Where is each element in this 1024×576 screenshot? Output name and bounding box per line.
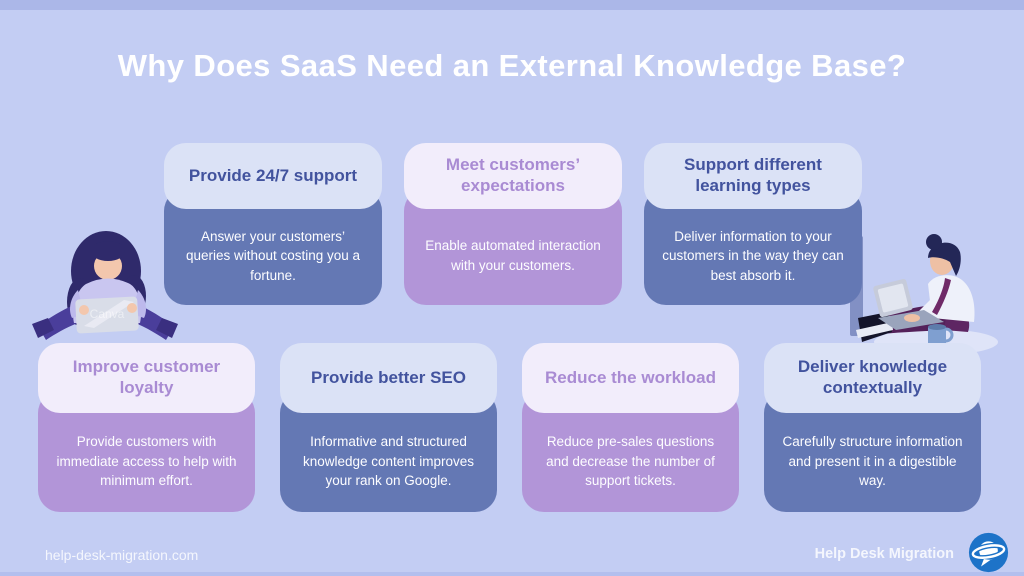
website-link[interactable]: help-desk-migration.com [45, 547, 199, 563]
card-support-different-learning-types: Support different learning types Deliver… [644, 143, 862, 305]
card-title: Provide 24/7 support [164, 143, 382, 209]
man-with-laptop-illustration [850, 234, 998, 355]
card-row-bottom: Improve customer loyalty Provide custome… [38, 343, 981, 512]
card-title: Deliver knowledge contextually [764, 343, 981, 413]
card-meet-customers-expectations: Meet customers’ expectations Enable auto… [404, 143, 622, 305]
page-title: Why Does SaaS Need an External Knowledge… [117, 48, 907, 83]
card-row-top: Provide 24/7 support Answer your custome… [164, 143, 862, 305]
brand-name: Help Desk Migration [814, 546, 954, 562]
card-title: Provide better SEO [280, 343, 497, 413]
woman-with-laptop-illustration: Canva [32, 231, 178, 340]
card-provide-better-seo: Provide better SEO Informative and struc… [280, 343, 497, 512]
bottom-edge-strip [0, 572, 1024, 576]
card-deliver-knowledge-contextually: Deliver knowledge contextually Carefully… [764, 343, 981, 512]
help-desk-migration-logo-icon [968, 532, 1009, 573]
card-improve-customer-loyalty: Improve customer loyalty Provide custome… [38, 343, 255, 512]
card-title: Support different learning types [644, 143, 862, 209]
top-edge-strip [0, 0, 1024, 10]
card-title: Reduce the workload [522, 343, 739, 413]
card-provide-247-support: Provide 24/7 support Answer your custome… [164, 143, 382, 305]
card-title: Improve customer loyalty [38, 343, 255, 413]
card-reduce-the-workload: Reduce the workload Reduce pre-sales que… [522, 343, 739, 512]
card-title: Meet customers’ expectations [404, 143, 622, 209]
canva-watermark: Canva [90, 307, 125, 321]
